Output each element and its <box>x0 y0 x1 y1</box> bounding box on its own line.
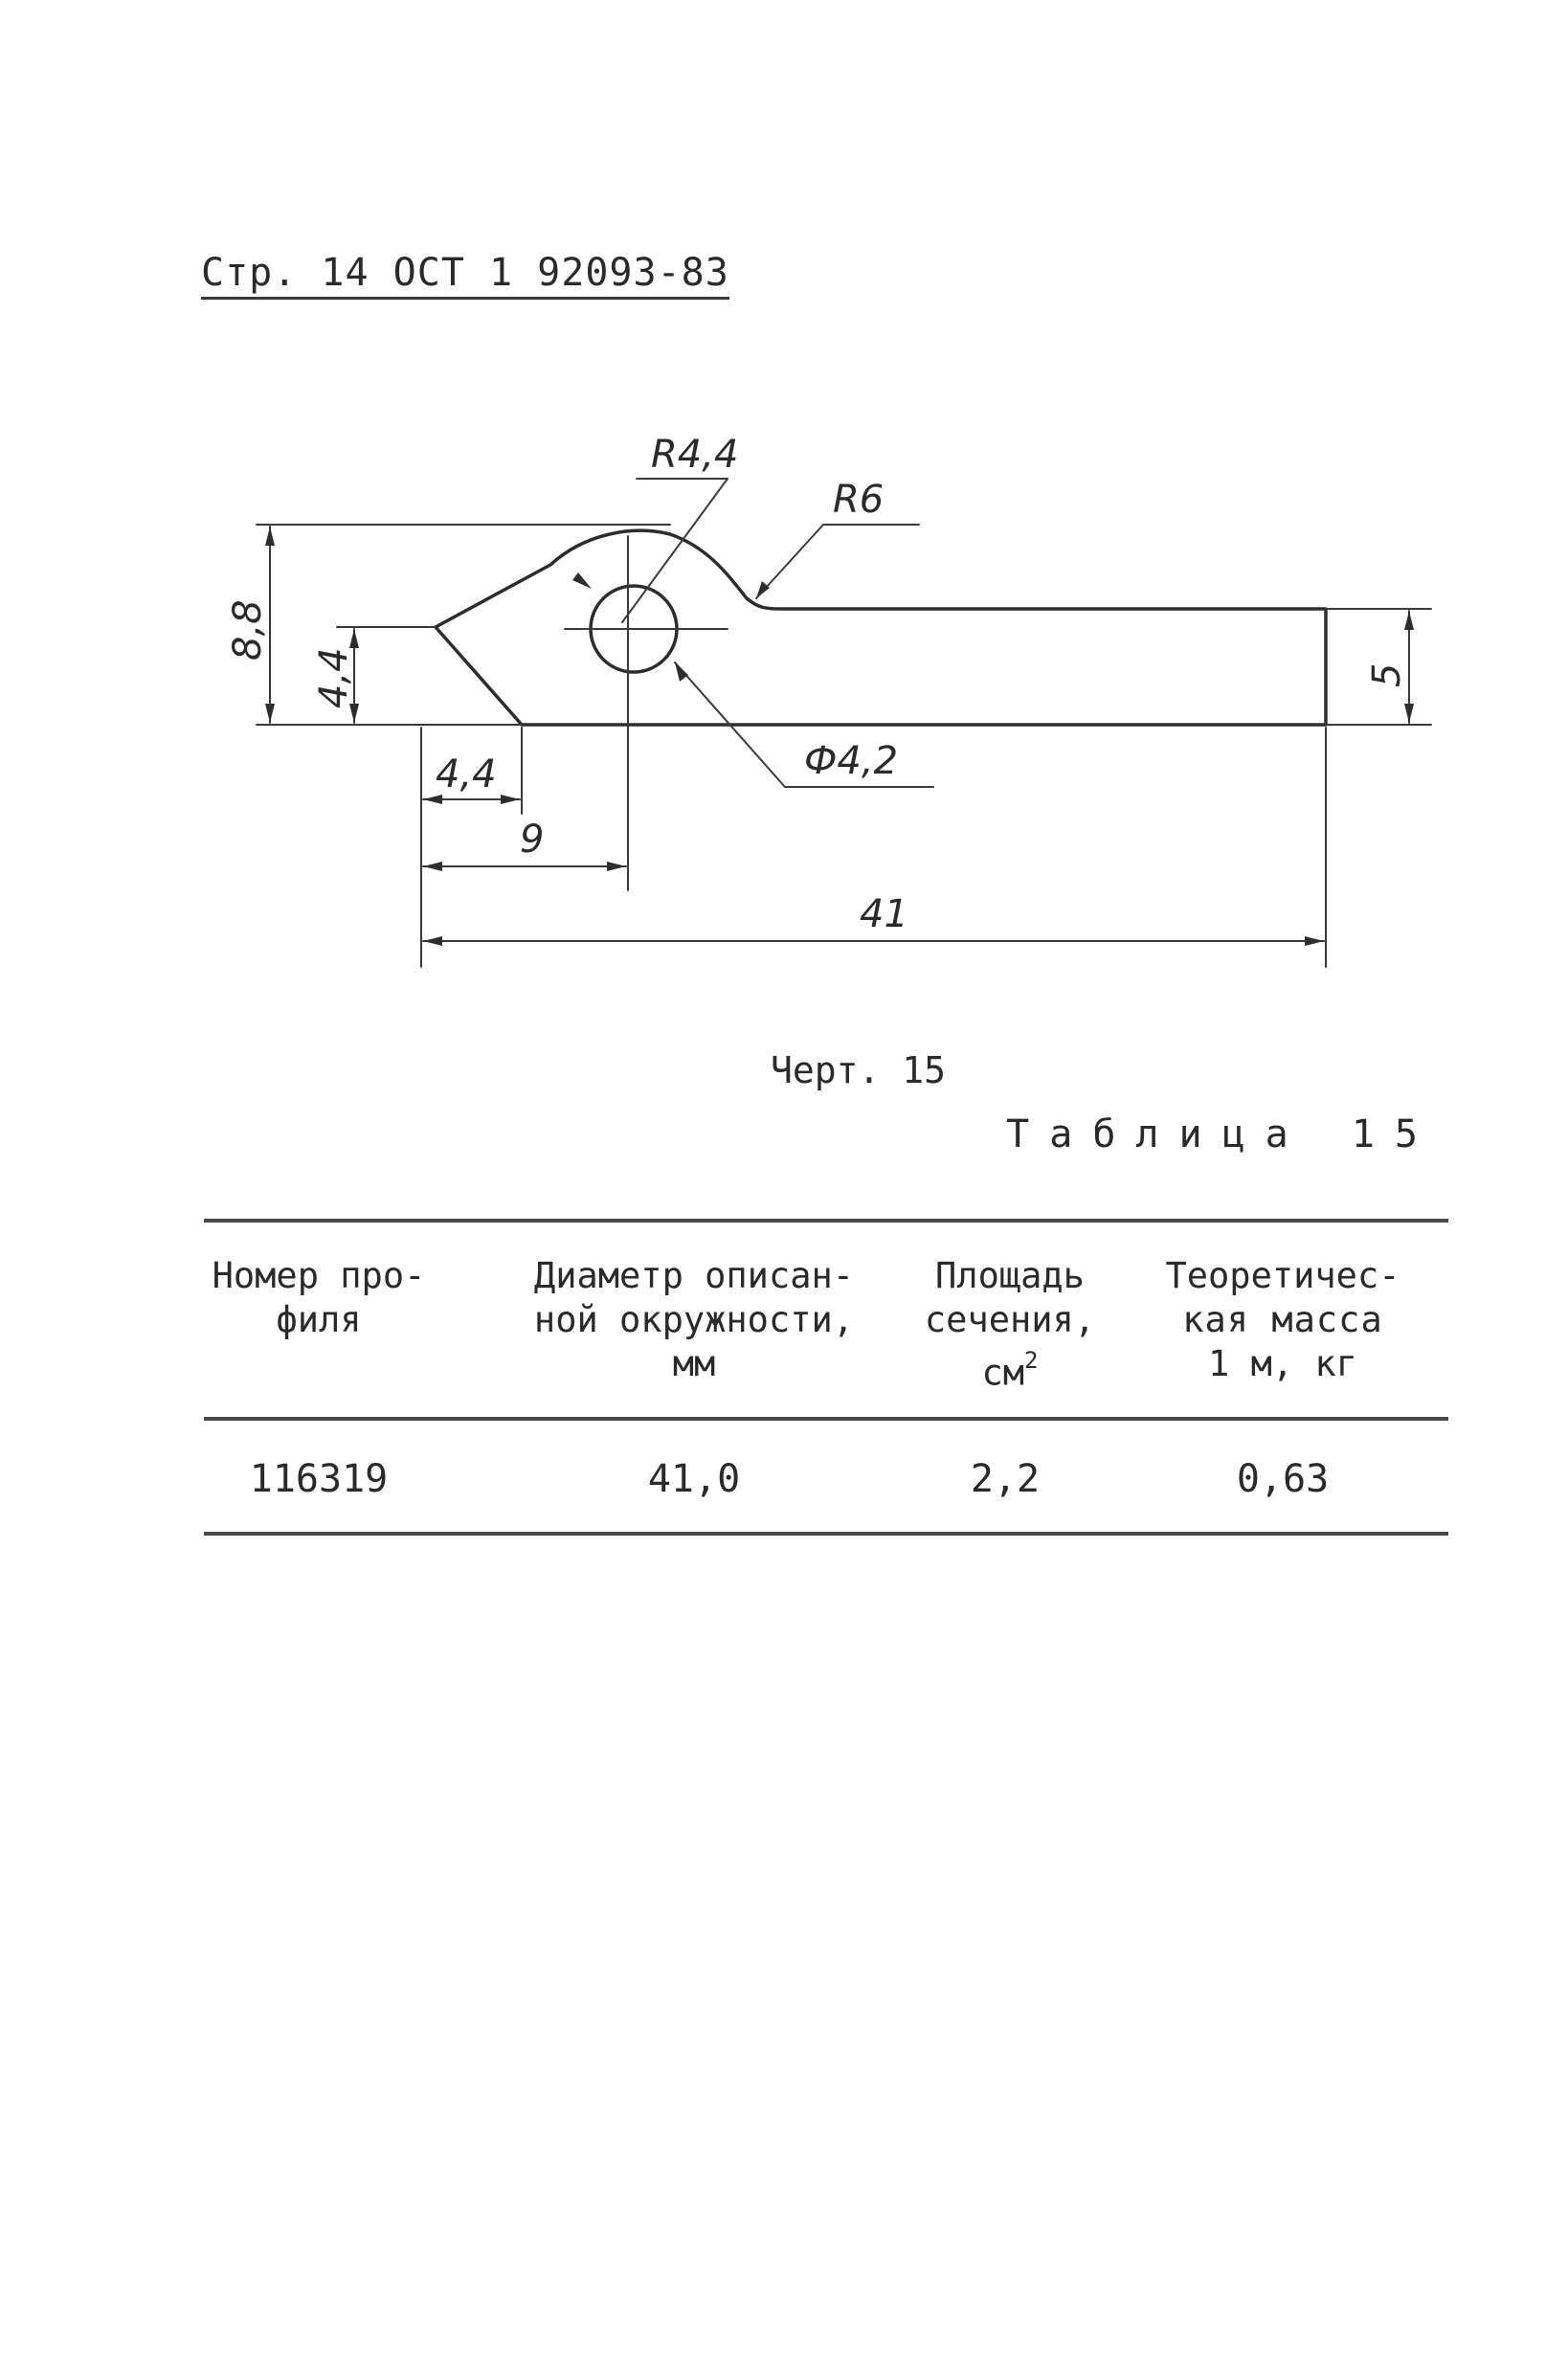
cell-diameter: 41,0 <box>647 1457 741 1501</box>
cell-mass: 0,63 <box>1236 1457 1330 1501</box>
profile-outline <box>434 528 1328 727</box>
cell-profile-number: 116319 <box>249 1457 389 1501</box>
dim-radius-bend: R6 <box>833 478 884 522</box>
table-bottom-rule <box>204 1532 1448 1536</box>
profile-drawing: R4,4 R6 Ф4,2 8,8 4,4 5 4,4 9 41 <box>226 433 1432 968</box>
table-top-rule <box>204 1219 1448 1223</box>
dim-radius-top: R4,4 <box>651 433 738 477</box>
table-title: Таблица 15 <box>1006 1112 1438 1156</box>
dim-right-height: 5 <box>1365 663 1409 687</box>
page-header: Стр. 14 ОСТ 1 92093-83 <box>201 251 729 300</box>
dim-total-length: 41 <box>860 892 908 936</box>
dim-total-height: 8,8 <box>226 599 270 661</box>
figure-caption: Черт. 15 <box>771 1049 947 1091</box>
header-circumscribed-diameter: Диаметр описан- ной окружности, мм <box>533 1255 855 1384</box>
dim-hole-diameter: Ф4,2 <box>804 739 898 783</box>
dim-tip-offset: 4,4 <box>436 752 497 797</box>
dim-half-height: 4,4 <box>312 647 356 708</box>
dim-hole-center: 9 <box>520 818 544 862</box>
header-theoretical-mass: Теоретичес- кая масса 1 м, кг <box>1165 1255 1400 1384</box>
table-header-rule <box>204 1417 1448 1421</box>
cell-area: 2,2 <box>970 1457 1041 1501</box>
header-profile-number: Номер про- филя <box>212 1255 426 1340</box>
header-section-area: Площадь сечения, см2 <box>924 1255 1096 1394</box>
area-unit-exponent: 2 <box>1024 1347 1039 1374</box>
